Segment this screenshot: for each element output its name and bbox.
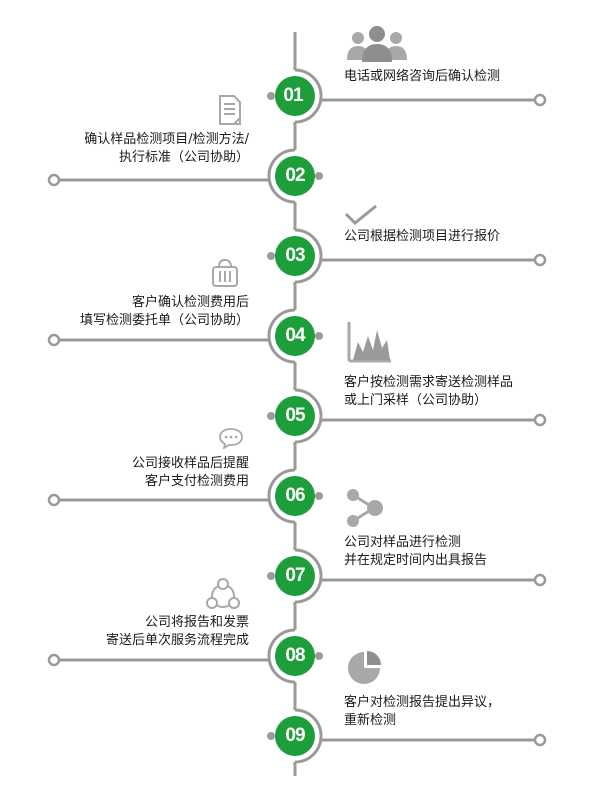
step-07-circle	[275, 556, 315, 596]
step-04-circle	[275, 316, 315, 356]
step-03-text: 公司根据检测项目进行报价	[344, 228, 500, 246]
step-04-small-dot	[315, 332, 323, 340]
step-01-text: 电话或网络咨询后确认检测	[344, 68, 500, 86]
step-04-line-1: 客户确认检测费用后	[131, 295, 249, 310]
step-09-text: 客户对检测报告提出异议， 重新检测	[344, 694, 500, 730]
step-04-text: 客户确认检测费用后 填写检测委托单（公司协助）	[80, 294, 249, 330]
step-07-small-dot	[267, 572, 275, 580]
step-03-arc	[294, 228, 323, 284]
step-09-line-1: 客户对检测报告提出异议，	[344, 695, 501, 710]
step-06-line-2: 客户支付检测费用	[144, 474, 249, 489]
step-07-text: 公司对样品进行检测 并在规定时间内出具报告	[344, 534, 487, 570]
step-07-arc	[294, 548, 323, 604]
step-07-branch-end	[533, 573, 547, 587]
step-03-branch-end	[533, 253, 547, 267]
step-09-small-dot	[267, 732, 275, 740]
step-06-small-dot	[315, 492, 323, 500]
step-02-circle	[275, 156, 315, 196]
step-06-branch-end	[47, 493, 61, 507]
step-08-circle	[275, 636, 315, 676]
step-08-number: 08	[285, 645, 305, 666]
people-icon	[347, 26, 407, 62]
step-05-text: 客户按检测需求寄送检测样品 或上门采样（公司协助）	[344, 374, 513, 410]
step-07-line-1: 公司对样品进行检测	[344, 535, 462, 550]
step-08-branch-end	[47, 653, 61, 667]
step-08-small-dot	[315, 652, 323, 660]
step-03-line-1: 公司根据检测项目进行报价	[344, 229, 501, 244]
step-02-arc	[267, 148, 296, 204]
step-07-line-2: 并在规定时间内出具报告	[344, 553, 488, 568]
step-03-small-dot	[267, 252, 275, 260]
step-06-text: 公司接收样品后提醒 客户支付检测费用	[132, 455, 249, 491]
pie-chart-icon	[348, 651, 381, 684]
step-02-line-1: 确认样品检测项目/检测方法/	[84, 132, 249, 147]
step-04-branch-end	[47, 333, 61, 347]
step-02-line-2: 执行标准（公司协助）	[118, 150, 249, 165]
step-09-branch-end	[533, 733, 547, 747]
area-chart-icon	[347, 322, 391, 363]
step-04-number: 04	[285, 325, 305, 346]
step-01-number: 01	[283, 85, 303, 106]
step-04-arc	[267, 308, 296, 364]
step-05-number: 05	[285, 405, 305, 426]
step-04-line-2: 填写检测委托单（公司协助）	[79, 313, 249, 328]
step-09-arc	[294, 708, 323, 764]
step-05-branch-end	[533, 413, 547, 427]
step-03-circle	[275, 236, 315, 276]
step-03-number: 03	[285, 245, 305, 266]
step-05-circle	[275, 396, 315, 436]
step-09-circle	[275, 716, 315, 756]
step-06-line-1: 公司接收样品后提醒	[131, 456, 249, 471]
step-06-number: 06	[285, 485, 305, 506]
checkmark-icon	[344, 204, 377, 226]
step-01-small-dot	[267, 92, 275, 100]
share-icon	[347, 489, 383, 527]
step-06-circle	[275, 476, 315, 516]
step-08-text: 公司将报告和发票 寄送后单次服务流程完成	[106, 614, 249, 650]
step-01-arc	[294, 68, 323, 124]
step-02-number: 02	[285, 165, 305, 186]
step-07-number: 07	[285, 565, 305, 586]
basket-icon	[212, 258, 238, 287]
step-02-text: 确认样品检测项目/检测方法/ 执行标准（公司协助）	[84, 131, 249, 167]
step-02-branch-end	[47, 173, 61, 187]
step-05-small-dot	[267, 412, 275, 420]
step-05-arc	[294, 388, 323, 444]
step-06-arc	[267, 468, 296, 524]
step-05-line-2: 或上门采样（公司协助）	[344, 393, 488, 408]
step-08-line-2: 寄送后单次服务流程完成	[105, 633, 249, 648]
step-09-line-2: 重新检测	[344, 713, 397, 728]
step-01-line-1: 电话或网络咨询后确认检测	[344, 69, 501, 84]
step-08-arc	[267, 628, 296, 684]
chat-bubble-icon	[219, 428, 243, 449]
step-01-branch-end	[533, 93, 547, 107]
cycle-icon	[206, 578, 240, 609]
step-08-line-1: 公司将报告和发票	[144, 615, 249, 630]
step-05-line-1: 客户按检测需求寄送检测样品	[344, 375, 514, 390]
document-icon	[219, 95, 241, 125]
step-09-number: 09	[285, 725, 305, 746]
step-02-small-dot	[315, 172, 323, 180]
step-01-circle	[275, 76, 315, 116]
